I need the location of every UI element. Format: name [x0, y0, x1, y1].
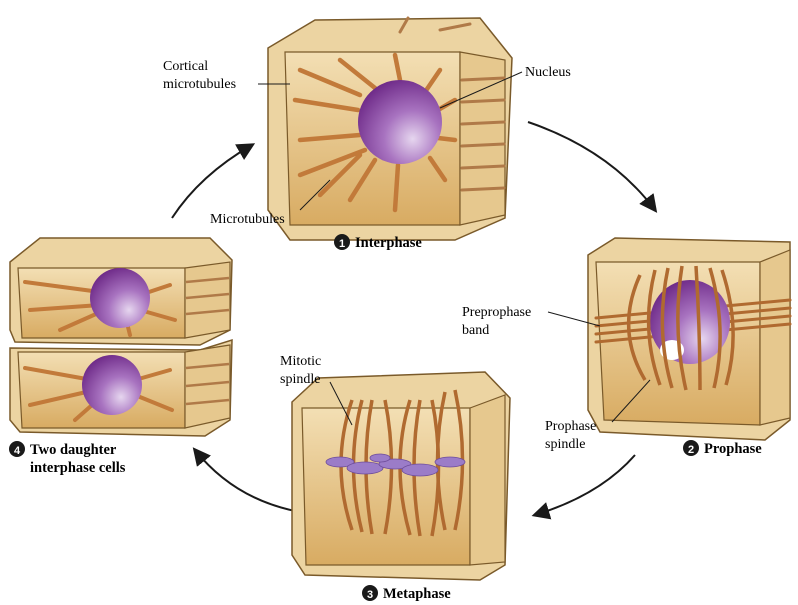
label-prophase-spindle-2: spindle: [545, 437, 585, 452]
metaphase-cell: [292, 372, 510, 580]
prophase-cell: [588, 238, 790, 440]
stage-2-name: Prophase: [704, 441, 762, 457]
stage-1-label: 1 Interphase: [334, 234, 422, 251]
interphase-nucleus: [358, 80, 442, 164]
stage-4-name-line2: interphase cells: [30, 460, 126, 476]
stage-1-number: 1: [339, 238, 345, 250]
daughter-cells: [10, 238, 232, 436]
interphase-cell: [268, 18, 512, 240]
stage-4-name-line1: Two daughter: [30, 442, 117, 458]
label-microtubules: Microtubules: [210, 212, 285, 227]
arrow-prophase-to-metaphase: [535, 455, 635, 515]
label-preprophase-1: Preprophase: [462, 305, 531, 320]
arrow-interphase-to-prophase: [528, 122, 655, 210]
stage-4-number: 4: [14, 445, 21, 457]
stage-2-number: 2: [688, 444, 694, 456]
stage-2-label: 2 Prophase: [683, 440, 762, 457]
stage-3-name: Metaphase: [383, 586, 451, 602]
arrow-daughter-to-interphase: [172, 145, 252, 218]
arrow-metaphase-to-daughter: [195, 450, 300, 512]
stage-3-label: 3 Metaphase: [362, 585, 451, 602]
stage-4-label: 4 Two daughter interphase cells: [9, 441, 126, 476]
label-mitotic-spindle-1: Mitotic: [280, 354, 321, 369]
stage-3-number: 3: [367, 589, 373, 601]
label-preprophase-2: band: [462, 323, 489, 338]
stage-1-name: Interphase: [355, 235, 422, 251]
label-cortical-microtubules-2: microtubules: [163, 77, 236, 92]
label-cortical-microtubules-1: Cortical: [163, 59, 208, 74]
label-mitotic-spindle-2: spindle: [280, 372, 320, 387]
label-nucleus: Nucleus: [525, 65, 571, 80]
label-prophase-spindle-1: Prophase: [545, 419, 596, 434]
